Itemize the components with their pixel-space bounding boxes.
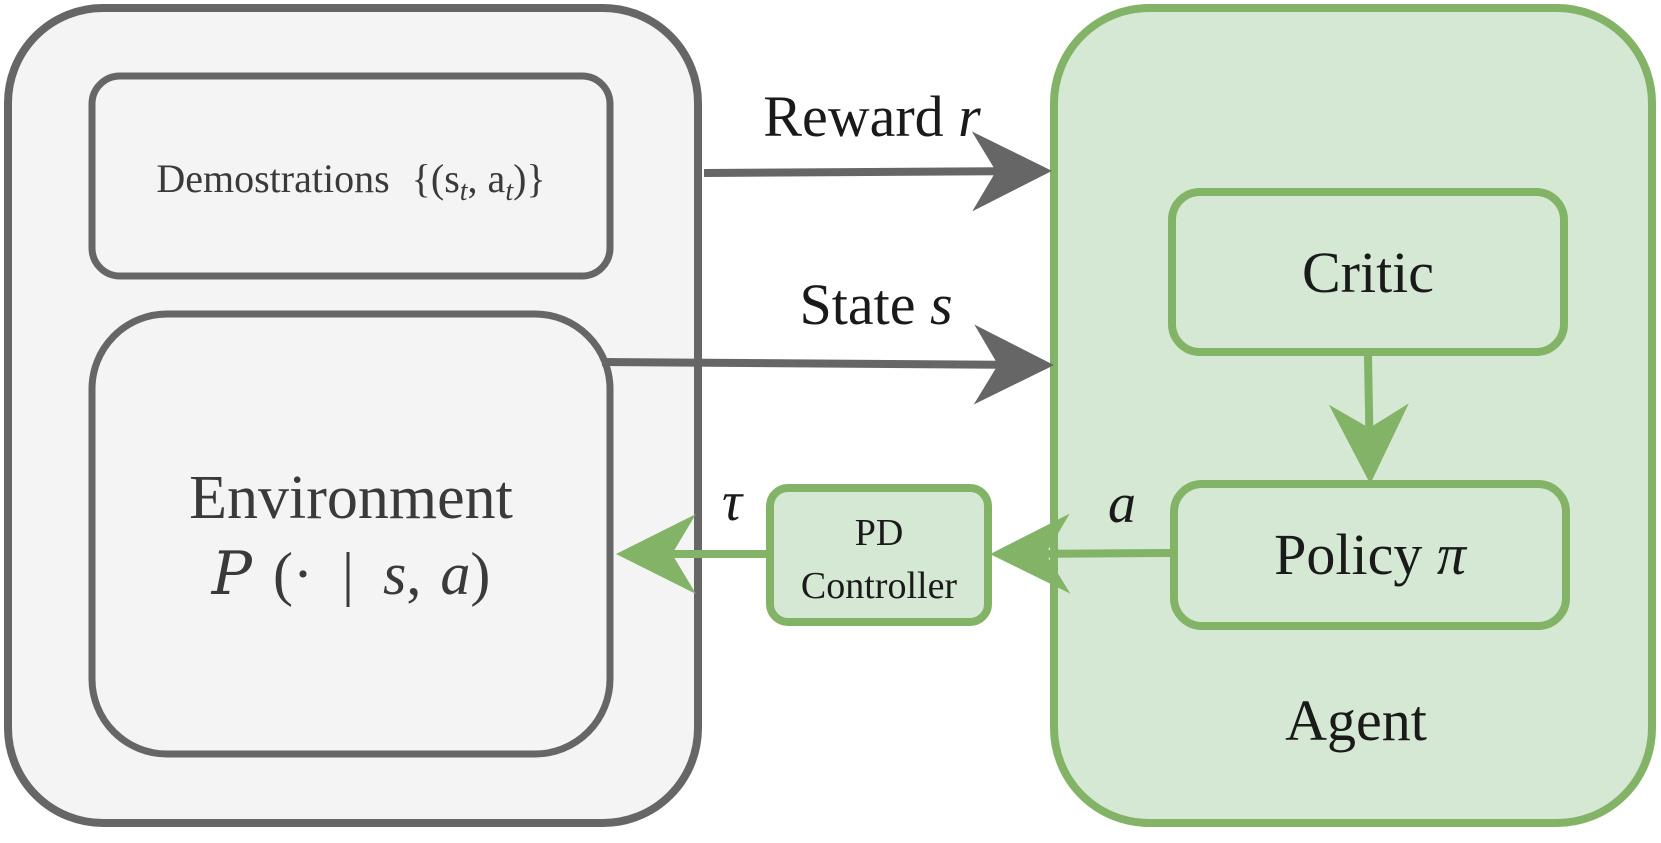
policy-text: Policy	[1274, 522, 1422, 587]
policy-box	[1170, 480, 1570, 630]
demonstrations-label: Demostrations {(st, at)}	[156, 156, 545, 207]
demonstrations-math-open: {(s	[412, 156, 460, 201]
demonstrations-box	[88, 72, 614, 280]
policy-symbol: π	[1437, 522, 1468, 587]
pd-controller-box	[766, 484, 992, 626]
reward-label: Reward r	[763, 84, 981, 149]
critic-label: Critic	[1302, 240, 1434, 305]
state-label: State s	[799, 272, 952, 337]
reward-text: Reward	[763, 84, 943, 149]
demonstrations-math-close: )}	[513, 156, 546, 201]
pd-controller-line1: PD	[855, 512, 904, 554]
state-arrow	[601, 324, 1054, 405]
environment-math-s: s	[383, 541, 406, 607]
critic-to-policy-arrow	[1328, 355, 1409, 484]
environment-box	[88, 310, 614, 758]
policy-label: Policy π	[1274, 522, 1468, 587]
environment-math-close: )	[470, 541, 490, 607]
reward-arrow	[703, 131, 1052, 212]
environment-title: Environment	[189, 464, 513, 532]
environment-math-P: P	[211, 539, 254, 609]
agent-label: Agent	[1285, 688, 1427, 753]
demonstrations-sub-t2: t	[505, 176, 514, 207]
critic-box	[1168, 188, 1568, 356]
state-text: State	[799, 272, 915, 337]
reward-symbol: r	[958, 84, 981, 149]
environment-math-bar: |	[342, 541, 354, 607]
demonstrations-math-mid: , a	[468, 156, 506, 201]
pd-controller-line2: Controller	[801, 565, 958, 607]
environment-math-a: a	[440, 541, 470, 607]
environment-math-comma: ,	[406, 541, 421, 607]
environment-math: P (· | s, a)	[211, 539, 491, 609]
torque-label: τ	[722, 471, 744, 533]
environment-math-open: (·	[273, 541, 313, 607]
action-label: a	[1108, 473, 1136, 535]
state-symbol: s	[930, 272, 953, 337]
demonstrations-sub-t1: t	[460, 176, 469, 207]
action-arrow	[990, 513, 1171, 594]
demonstrations-text: Demostrations	[156, 156, 389, 201]
